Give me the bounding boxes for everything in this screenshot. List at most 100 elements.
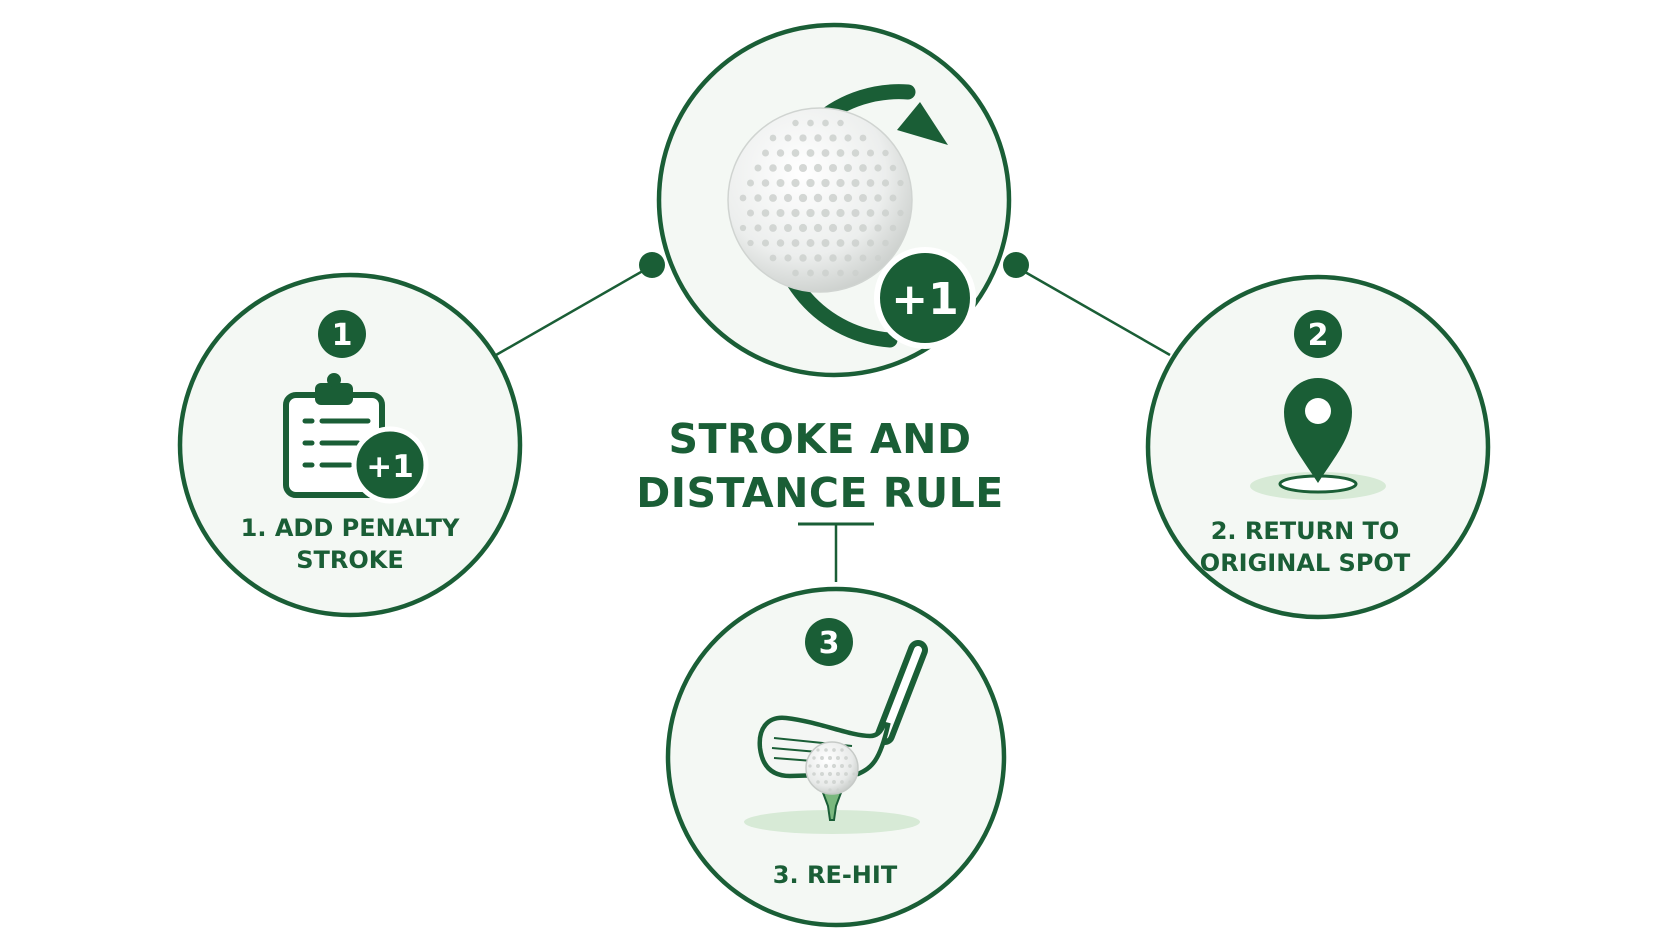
ball-dimple	[821, 149, 830, 157]
ball-dimple	[852, 269, 859, 277]
ball-dimple	[792, 269, 799, 277]
step-number-1: 1	[332, 318, 353, 353]
ball-dimple	[836, 178, 845, 188]
ball-dimple	[754, 164, 762, 172]
ball-dimple	[814, 254, 822, 262]
ball-dimple	[784, 224, 792, 232]
ball-dimple	[874, 194, 882, 202]
step-number-badge-1	[318, 310, 366, 358]
ball-dimple	[866, 239, 875, 247]
ball-dimple	[843, 193, 853, 203]
ball-dimple	[784, 134, 792, 142]
ball-dimple	[882, 149, 889, 157]
ball-dimple	[776, 209, 785, 217]
step-number-3: 3	[819, 626, 840, 661]
connector-center-step1	[495, 266, 649, 357]
ball-dimple	[851, 178, 860, 188]
ball-dimple	[816, 748, 820, 752]
center-badge-text: +1	[891, 274, 958, 325]
ball-dimple	[874, 254, 882, 262]
ball-dimple	[882, 239, 889, 247]
ball-dimple	[792, 119, 799, 127]
connector-dot-right	[1003, 252, 1029, 278]
ball-dimple	[889, 194, 897, 202]
step-node-3: 3	[665, 586, 1007, 928]
ball-dimple	[776, 179, 785, 187]
ball-dimple	[835, 771, 841, 777]
ball-dimple	[828, 163, 838, 173]
ball-dimple	[769, 194, 777, 202]
ball-dimple	[746, 209, 755, 217]
connector-dot-left	[639, 252, 665, 278]
ball-dimple	[836, 788, 840, 792]
ball-dimple	[798, 193, 808, 203]
ball-dimple	[820, 772, 824, 776]
ball-dimple	[827, 771, 833, 777]
step-label-2: 2. RETURN TO ORIGINAL SPOT	[1199, 517, 1411, 577]
ball-dimple	[844, 254, 852, 262]
ball-dimple	[806, 208, 815, 218]
ball-dimple	[816, 764, 820, 768]
ball-dimple	[798, 223, 808, 233]
ball-dimple	[821, 178, 830, 188]
ball-dimple	[806, 239, 815, 247]
ball-dimple	[769, 224, 777, 232]
ball-dimple	[848, 764, 852, 768]
ball-dimple	[831, 763, 837, 769]
step-label-1: 1. ADD PENALTY STROKE	[240, 514, 460, 574]
ball-dimple	[843, 223, 853, 233]
ball-dimple	[828, 223, 838, 233]
ball-dimple	[747, 179, 754, 187]
ball-dimple	[798, 163, 808, 173]
ball-dimple	[829, 134, 837, 142]
center-node: +1	[656, 22, 1012, 378]
ball-dimple	[807, 269, 814, 277]
ball-dimple	[840, 748, 844, 752]
ball-dimple	[784, 164, 792, 172]
ball-dimple	[874, 164, 882, 172]
plus-one-badge: +1	[874, 247, 976, 349]
ball-dimple	[897, 179, 904, 187]
ball-dimple	[769, 254, 777, 262]
ball-dimple	[791, 178, 800, 188]
ball-dimple	[844, 772, 848, 776]
ball-dimple	[754, 194, 762, 202]
ball-dimple	[840, 780, 844, 784]
ball-dimple	[791, 239, 800, 247]
ball-dimple	[769, 134, 777, 142]
ball-dimple	[824, 748, 828, 752]
step-number-badge-3	[805, 618, 853, 666]
step-node-2: 2	[1145, 274, 1491, 620]
ball-dimple	[889, 164, 897, 172]
ball-dimple	[889, 224, 897, 232]
ball-dimple	[881, 209, 890, 217]
ball-dimple	[754, 224, 762, 232]
ball-dimple	[739, 224, 747, 232]
ball-dimple	[776, 239, 785, 247]
ball-dimple	[844, 756, 848, 760]
ball-dimple	[813, 223, 823, 233]
ball-dimple	[828, 788, 832, 792]
ball-dimple	[851, 239, 860, 247]
ball-dimple	[874, 224, 882, 232]
ball-dimple	[866, 149, 875, 157]
ball-dimple	[812, 756, 816, 760]
ball-dimple	[791, 149, 800, 157]
ball-dimple	[897, 209, 904, 217]
ball-dimple	[832, 748, 836, 752]
ball-dimple	[820, 756, 824, 760]
ball-dimple	[829, 254, 837, 262]
ball-dimple	[823, 763, 829, 769]
golf-ball-rotate-icon	[727, 84, 948, 348]
step1-badge-text: +1	[366, 449, 414, 485]
ball-dimple	[859, 134, 867, 142]
ball-dimple	[761, 209, 770, 217]
ball-dimple	[762, 149, 769, 157]
ball-dimple	[813, 193, 823, 203]
step-number-badge-2	[1294, 310, 1342, 358]
ball-dimple	[806, 178, 815, 188]
ball-dimple	[799, 254, 807, 262]
ball-dimple	[836, 756, 840, 760]
